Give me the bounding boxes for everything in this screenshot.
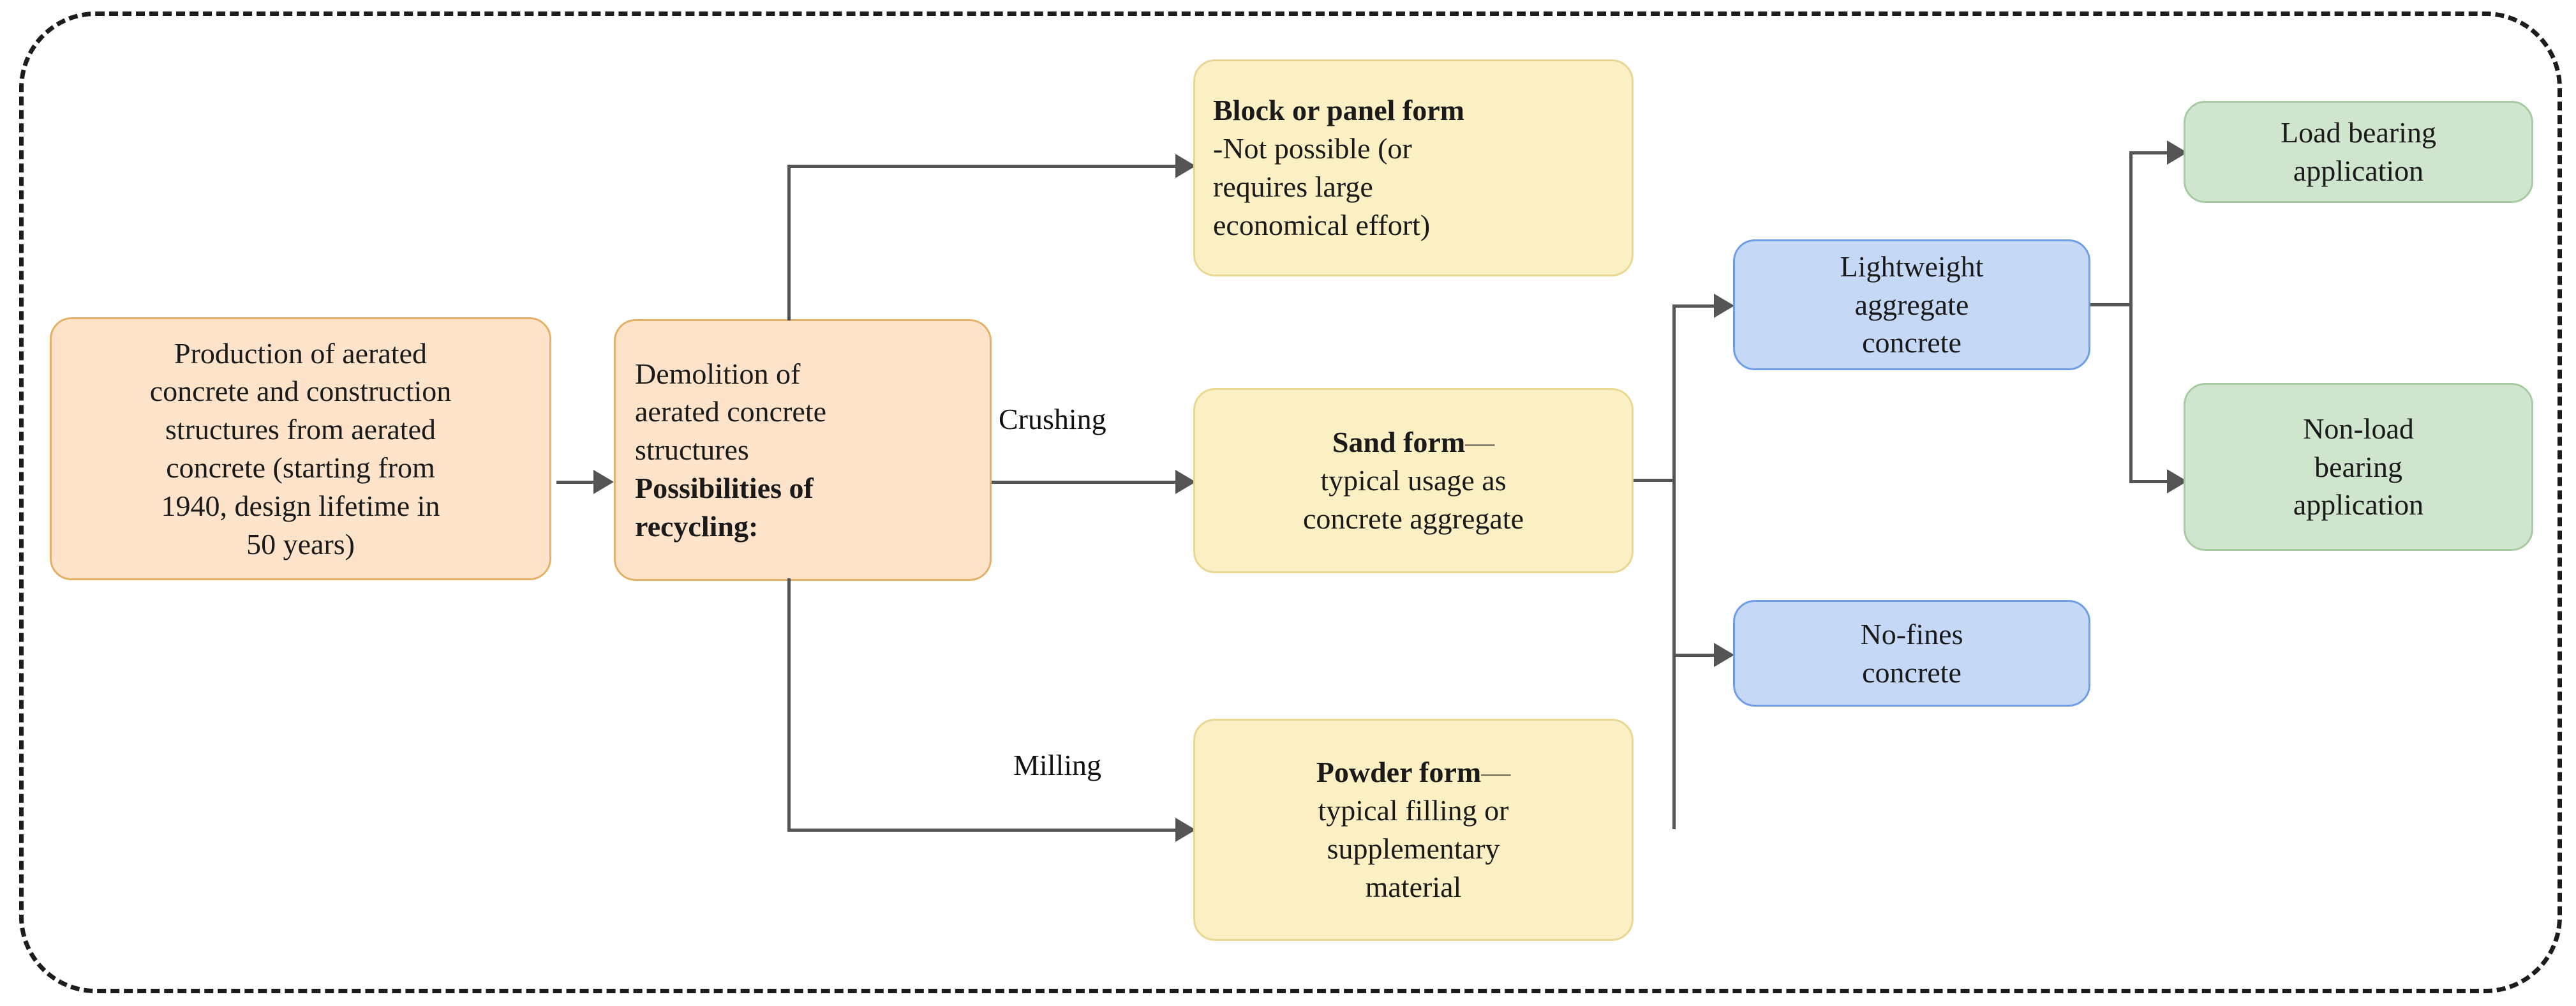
arrowhead-to-powder (1175, 818, 1196, 842)
node-powder-form: Powder form— typical filling or suppleme… (1193, 719, 1634, 941)
node-line: requires large (1213, 170, 1373, 203)
connector-to-lightweight (1672, 304, 1721, 308)
connector-to-load-bearing (2129, 151, 2174, 154)
node-heading-text: Sand form (1332, 426, 1466, 459)
node-line: economical effort) (1213, 208, 1431, 241)
node-line: aggregate (1854, 288, 1969, 321)
node-lightweight-aggregate-concrete: Lightweight aggregate concrete (1733, 239, 2090, 370)
connector-demolition-down-stem (787, 578, 791, 832)
node-line: concrete (1862, 326, 1962, 359)
node-line: typical usage as (1320, 464, 1507, 497)
node-heading: Powder form— (1316, 753, 1510, 792)
node-line: No-fines (1860, 617, 1963, 650)
connector-sand-split-vertical (1672, 304, 1676, 829)
node-line-bold: recycling: (635, 509, 759, 543)
node-line: material (1365, 870, 1462, 903)
node-line: application (2293, 488, 2424, 522)
node-line: aerated concrete (635, 395, 827, 428)
node-load-bearing-application: Load bearing application (2184, 101, 2533, 203)
node-line: concrete aggregate (1302, 502, 1524, 535)
connector-demolition-to-block-panel (787, 165, 1183, 168)
node-non-load-bearing-application: Non-load bearing application (2184, 383, 2533, 551)
node-line: concrete (starting from (166, 451, 435, 484)
connector-demolition-to-powder (787, 829, 1186, 832)
node-production-of-aerated-concrete: Production of aerated concrete and const… (50, 317, 551, 580)
node-line: Lightweight (1840, 250, 1984, 283)
node-heading-text: Powder form (1316, 756, 1482, 789)
em-dash: — (1481, 756, 1511, 789)
edge-label-crushing: Crushing (999, 403, 1106, 435)
connector-demolition-to-sand (992, 481, 1189, 484)
node-line: 1940, design lifetime in (161, 489, 440, 522)
node-line-bold: Possibilities of (635, 471, 814, 504)
node-sand-form: Sand form— typical usage as concrete agg… (1193, 388, 1634, 573)
connector-demolition-up-stem (787, 165, 791, 320)
node-no-fines-concrete: No-fines concrete (1733, 600, 2090, 707)
connector-lightweight-out (2090, 303, 2133, 306)
connector-lightweight-split-vertical (2129, 151, 2133, 483)
em-dash: — (1465, 426, 1495, 459)
connector-sand-out (1634, 479, 1676, 482)
node-line: typical filling or (1318, 794, 1509, 827)
node-line: 50 years) (246, 527, 355, 560)
arrowhead-production-to-demolition (593, 470, 614, 494)
node-line: application (2293, 154, 2424, 187)
node-line: Non-load (2303, 412, 2414, 445)
node-line: -Not possible (or (1213, 132, 1412, 165)
node-line: Load bearing (2281, 116, 2436, 149)
node-line: concrete (1862, 656, 1962, 689)
node-line: Production of aerated (174, 336, 427, 370)
edge-label-milling: Milling (1013, 749, 1102, 781)
node-line: structures from aerated (165, 413, 436, 446)
node-line: Demolition of (635, 357, 801, 390)
arrowhead-to-block-panel (1175, 154, 1196, 178)
node-line: bearing (2314, 450, 2402, 483)
connector-to-nofines (1672, 654, 1721, 657)
connector-production-to-demolition (556, 481, 601, 484)
connector-to-non-load-bearing (2129, 480, 2174, 483)
node-line: structures (635, 433, 749, 467)
node-line: concrete and construction (149, 375, 452, 408)
arrowhead-to-lightweight (1714, 294, 1734, 318)
node-block-or-panel-form: Block or panel form -Not possible (or re… (1193, 59, 1634, 276)
node-heading: Block or panel form (1213, 94, 1464, 127)
node-heading: Sand form— (1332, 423, 1494, 462)
arrowhead-to-nofines (1714, 643, 1734, 667)
node-demolition-possibilities: Demolition of aerated concrete structure… (614, 319, 992, 581)
arrowhead-to-sand (1175, 470, 1196, 494)
node-line: supplementary (1327, 832, 1500, 865)
